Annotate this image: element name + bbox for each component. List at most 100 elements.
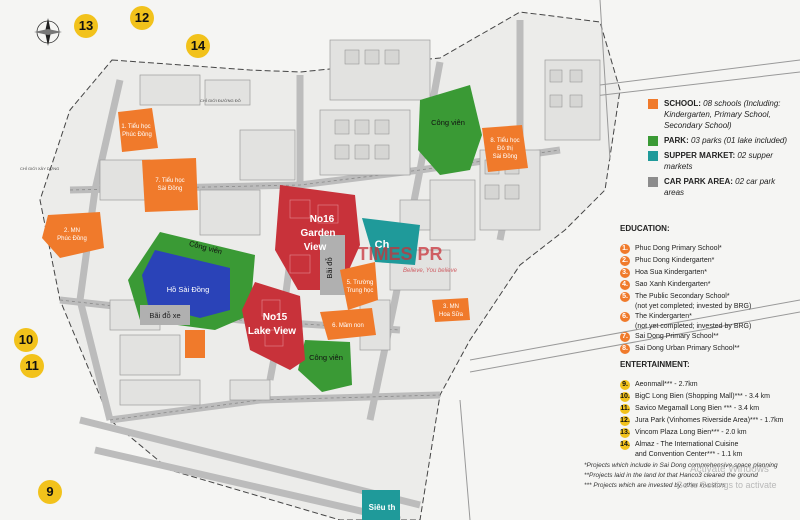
entertainment-num-10: 10. xyxy=(620,392,630,402)
legend-supermarket-title: SUPPER MARKET: xyxy=(664,151,736,160)
label-parking-2: Bãi đỗ xyxy=(325,257,334,278)
label-school-8b: Đô thị xyxy=(497,146,513,152)
legend-park-title: PARK: xyxy=(664,136,689,145)
entertainment-item-14: 14. Almaz - The International Cuisine xyxy=(620,440,738,450)
entertainment-num-14: 14. xyxy=(620,440,630,450)
education-text-6b: (not yet completed; invested by BRG) xyxy=(635,323,752,330)
entertainment-text-14: Almaz - The International Cuisine xyxy=(635,441,739,448)
label-school-8a: 8. Tiểu học xyxy=(490,137,519,144)
entertainment-num-12: 12. xyxy=(620,416,630,426)
entertainment-text-9: Aeonmall*** - 2.7km xyxy=(635,381,698,388)
tower-no15 xyxy=(242,282,305,370)
label-no16-3: View xyxy=(304,242,327,253)
badge-12: 12 xyxy=(130,6,154,30)
school-8 xyxy=(482,125,528,172)
education-num-7: 7. xyxy=(620,332,630,342)
badge-14: 14 xyxy=(186,34,210,58)
label-road-1: CHỈ GIỚI ĐƯỜNG ĐỎ xyxy=(200,98,241,103)
label-no16-2: Garden xyxy=(300,228,335,239)
label-supermarket-top: Ch xyxy=(375,239,390,251)
education-item-4: 4. Sao Xanh Kindergarten* xyxy=(620,280,711,290)
badge-13: 13 xyxy=(74,14,98,38)
label-lake: Hồ Sài Đồng xyxy=(167,285,210,294)
education-text-5: The Public Secondary School* xyxy=(635,293,730,300)
badge-9: 9 xyxy=(38,480,62,504)
footnote-1: *Projects which include in Sai Dong comp… xyxy=(584,462,778,469)
legend-school-text: 08 schools (Including: Kindergarten, Pri… xyxy=(664,99,781,130)
school-1 xyxy=(118,108,158,152)
school-6 xyxy=(320,308,376,340)
education-text-3: Hoa Sua Kindergarten* xyxy=(635,269,707,276)
education-text-8: Sai Dong Urban Primary School** xyxy=(635,345,740,352)
education-item-5: 5.The Public Secondary School* xyxy=(620,292,730,302)
legend-school-title: SCHOOL: xyxy=(664,99,701,108)
legend-carpark-title: CAR PARK AREA: xyxy=(664,177,733,186)
education-text-4: Sao Xanh Kindergarten* xyxy=(635,281,711,288)
school-2 xyxy=(42,212,104,258)
entertainment-text-12: Jura Park (Vinhomes Riverside Area)*** -… xyxy=(635,417,784,424)
education-num-4: 4. xyxy=(620,280,630,290)
education-item-3: 3. Hoa Sua Kindergarten* xyxy=(620,268,707,278)
education-item-6: 6. The Kindergarten* xyxy=(620,312,692,322)
school-5 xyxy=(340,262,378,310)
supermarket-top xyxy=(362,218,420,265)
education-text-1: Phuc Dong Primary School* xyxy=(635,245,722,252)
education-item-6-note: (not yet completed; invested by BRG) xyxy=(635,322,751,331)
legend-carpark-text: 02 car park areas xyxy=(664,177,776,197)
education-num-3: 3. xyxy=(620,268,630,278)
park-bottom xyxy=(298,340,352,392)
label-school-7a: 7. Tiểu học xyxy=(155,177,184,184)
label-park-bottom: Công viên xyxy=(309,353,343,362)
education-text-6: The Kindergarten* xyxy=(635,313,692,320)
entertainment-heading: ENTERTAINMENT: xyxy=(620,360,690,369)
label-school-8c: Sài Đồng xyxy=(493,154,518,160)
entertainment-text-14b: and Convention Center*** - 1.1 km xyxy=(635,451,743,458)
label-school-3b: Hoa Sữa xyxy=(439,312,464,318)
legend-supermarket-text: 02 supper markets xyxy=(664,151,773,171)
entertainment-text-13: Vincom Plaza Long Bien*** - 2.0 km xyxy=(635,429,747,436)
education-item-5-note: (not yet completed; invested by BRG) xyxy=(635,302,751,311)
school-4 xyxy=(185,330,205,358)
label-school-1a: 1. Tiểu học xyxy=(121,123,150,130)
legend-supermarket: SUPPER MARKET: 02 supper markets xyxy=(648,150,796,172)
brand-tagline: Believe, You believe xyxy=(403,268,458,274)
footnote-2: **Projects laid in the land lot that Han… xyxy=(584,472,758,479)
entertainment-item-14-note: and Convention Center*** - 1.1 km xyxy=(635,450,742,459)
education-num-6: 6. xyxy=(620,312,630,322)
education-item-2: 2. Phuc Dong Kindergarten* xyxy=(620,256,714,266)
activate-windows-subtext: Go to Settings to activate xyxy=(676,480,777,490)
education-heading: EDUCATION: xyxy=(620,224,670,233)
entertainment-item-10: 10.BigC Long Bien (Shopping Mall)*** - 3… xyxy=(620,392,770,402)
label-school-6: 6. Mầm non xyxy=(332,323,364,329)
parking-lot-2 xyxy=(140,305,190,325)
entertainment-item-12: 12. Jura Park (Vinhomes Riverside Area)**… xyxy=(620,416,783,426)
label-no15-1: No15 xyxy=(263,312,288,323)
park-top xyxy=(418,85,482,175)
compass-icon xyxy=(34,18,62,46)
brand-name: TIMES PR xyxy=(357,244,442,264)
activate-windows-text: Activate Windows xyxy=(690,464,769,475)
education-text-2: Phuc Dong Kindergarten* xyxy=(635,257,715,264)
legend-carpark: CAR PARK AREA: 02 car park areas xyxy=(648,176,796,198)
entertainment-item-13: 13. Vincom Plaza Long Bien*** - 2.0 km xyxy=(620,428,747,438)
badge-11: 11 xyxy=(20,354,44,378)
education-num-2: 2. xyxy=(620,256,630,266)
education-num-1: 1. xyxy=(620,244,630,254)
parking-lot xyxy=(320,235,345,295)
label-school-7b: Sài Đồng xyxy=(158,186,183,192)
school-3 xyxy=(432,298,470,322)
supermarket-bottom xyxy=(362,490,400,520)
education-item-8: 8.Sai Dong Urban Primary School** xyxy=(620,344,740,354)
school-7 xyxy=(142,158,198,212)
entertainment-item-9: 9. Aeonmall*** - 2.7km xyxy=(620,380,698,390)
footnote-3: *** Projects which are invested by other… xyxy=(584,482,726,489)
label-no15-2: Lake View xyxy=(248,326,296,337)
badge-10: 10 xyxy=(14,328,38,352)
label-school-3a: 3. MN xyxy=(443,304,459,310)
entertainment-num-13: 13. xyxy=(620,428,630,438)
education-text-7: Sai Dong Primary School** xyxy=(635,333,719,340)
entertainment-num-9: 9. xyxy=(620,380,630,390)
legend-park: PARK: 03 parks (01 lake included) xyxy=(648,135,796,146)
